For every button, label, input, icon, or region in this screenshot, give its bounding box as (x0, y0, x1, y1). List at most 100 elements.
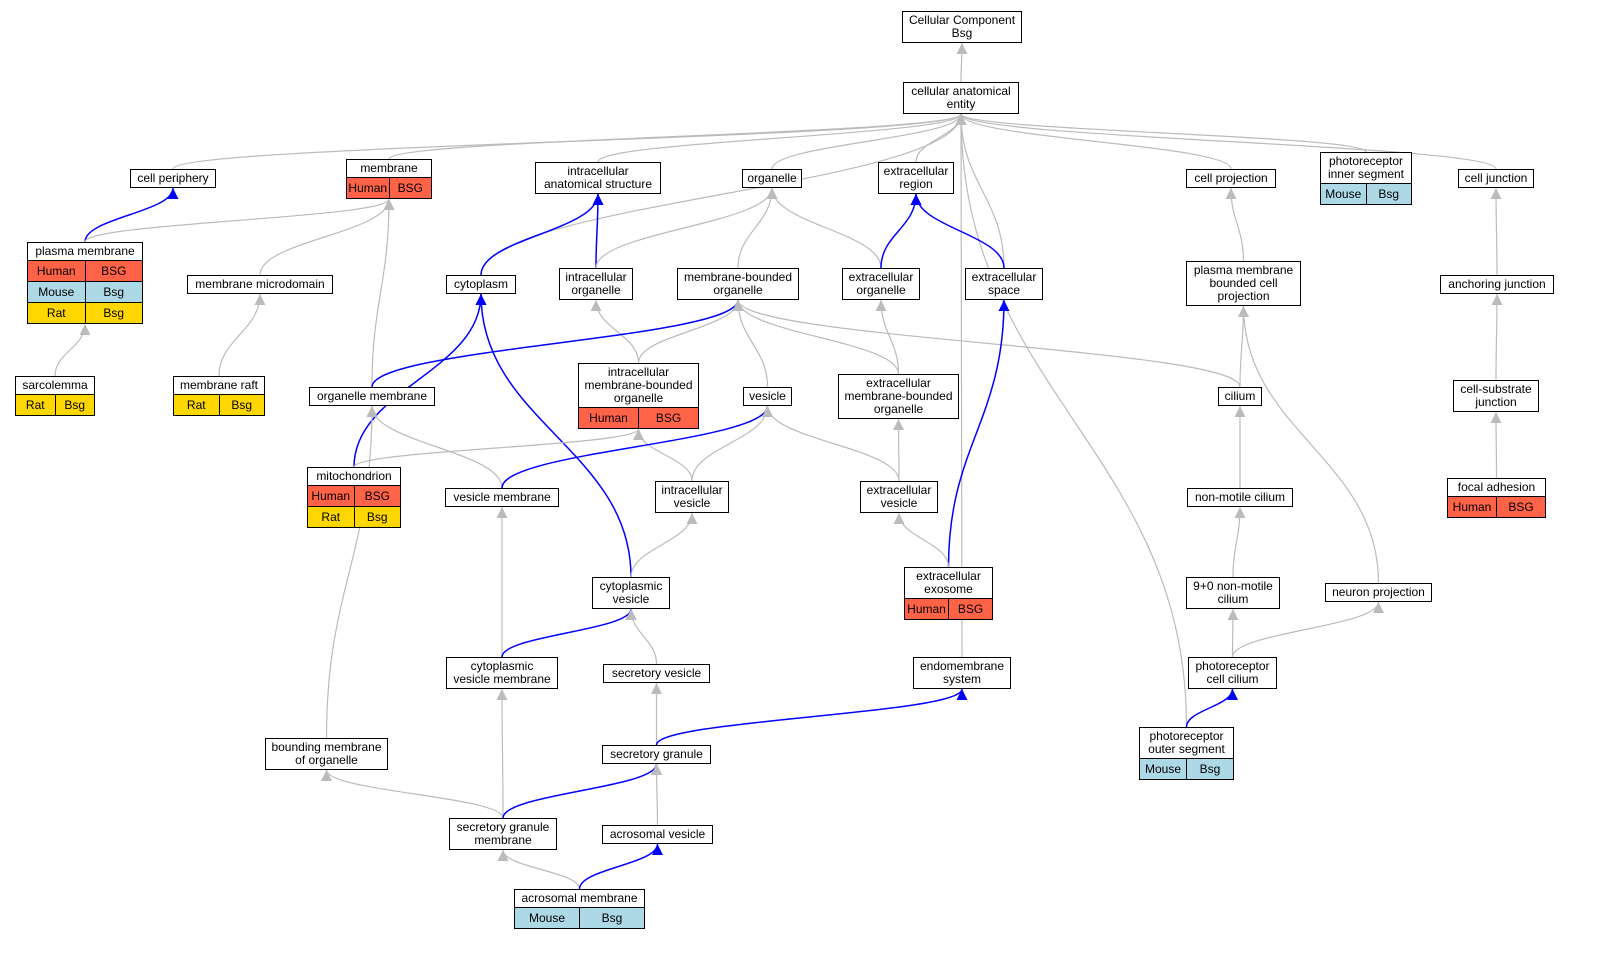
go-term-label: 9+0 non-motile cilium (1193, 579, 1273, 606)
go-term-extracell-mb-organelle[interactable]: extracellular membrane-bounded organelle (838, 374, 959, 419)
go-term-photo-cilium[interactable]: photoreceptor cell cilium (1188, 657, 1277, 689)
go-term-label: organelle (747, 171, 797, 185)
go-term-label: cell periphery (137, 171, 209, 185)
go-term-intracell-organelle[interactable]: intracellular organelle (559, 268, 633, 300)
go-term-secretory-vesicle[interactable]: secretory vesicle (603, 664, 710, 683)
edge-plasma-membrane-to-cell-periphery (84, 187, 179, 243)
edge-sg-membrane-to-secretory-granule (502, 763, 662, 819)
go-term-label: secretory granule (610, 747, 703, 761)
edge-acrosomal-membrane-to-sg-membrane (497, 849, 581, 890)
go-term-intracell-anat[interactable]: intracellular anatomical structure (535, 162, 661, 194)
go-term-cytoplasm[interactable]: cytoplasm (446, 275, 516, 294)
edge-intracell-organelle-to-intracell-anat (592, 193, 604, 269)
go-term-cell-projection[interactable]: cell projection (1186, 169, 1276, 188)
go-term-label: extracellular organelle (848, 270, 914, 297)
go-term-organelle-membrane[interactable]: organelle membrane (309, 387, 435, 406)
go-term-extracell-region[interactable]: extracellular region (878, 162, 954, 194)
edge-intracell-anat-to-cae (597, 113, 967, 163)
go-term-endomembrane-system[interactable]: endomembrane system (913, 657, 1011, 689)
go-term-pm-bounded-proj[interactable]: plasma membrane bounded cell projection (1186, 261, 1301, 306)
gene-symbol-cell: Bsg (84, 282, 142, 302)
go-term-cytoplasmic-vesicle[interactable]: cytoplasmic vesicle (592, 577, 670, 609)
edge-vesicle-membrane-to-vesicle (501, 405, 773, 489)
go-term-anchoring-junction[interactable]: anchoring junction (1440, 275, 1554, 294)
go-term-cyto-vesicle-membrane[interactable]: cytoplasmic vesicle membrane (446, 657, 558, 689)
go-term-cell-junction[interactable]: cell junction (1458, 169, 1534, 188)
go-term-extracell-space[interactable]: extracellular space (965, 268, 1043, 300)
go-term-cc-root[interactable]: Cellular Component Bsg (902, 11, 1022, 43)
edge-vesicle-membrane-to-organelle-membrane (366, 405, 503, 489)
edge-secretory-granule-to-endomembrane-system (655, 688, 968, 746)
edge-extracell-exosome-to-extracell-vesicle (893, 512, 950, 568)
go-term-label: photoreceptor outer segment (1148, 729, 1225, 756)
go-term-label: acrosomal membrane (521, 891, 638, 905)
edge-focal-adhesion-to-cell-substrate-junction (1490, 411, 1502, 479)
go-term-extracell-organelle[interactable]: extracellular organelle (842, 268, 920, 300)
go-term-intracell-mb-organelle[interactable]: intracellular membrane-bounded organelle… (578, 363, 699, 429)
go-term-membrane-microdomain[interactable]: membrane microdomain (187, 275, 333, 294)
edge-cytoplasmic-vesicle-to-cytoplasm (475, 293, 632, 578)
go-term-bounding-membrane[interactable]: bounding membrane of organelle (265, 738, 388, 770)
edge-intracell-mb-organelle-to-mb-organelle (637, 299, 744, 364)
edge-organelle-membrane-to-membrane (371, 198, 395, 388)
go-term-label: cell-substrate junction (1460, 382, 1532, 409)
go-term-label: membrane raft (179, 378, 259, 392)
go-term-label: extracellular region (883, 164, 949, 191)
edge-intracell-vesicle-to-vesicle (691, 405, 773, 482)
go-term-label: intracellular membrane-bounded organelle (584, 365, 693, 405)
go-term-secretory-granule[interactable]: secretory granule (602, 745, 711, 764)
go-term-label: bounding membrane of organelle (271, 740, 382, 767)
edge-membrane-raft-to-membrane-microdomain (218, 293, 266, 377)
go-term-vesicle-membrane[interactable]: vesicle membrane (445, 488, 559, 507)
go-term-non-motile-cilium[interactable]: non-motile cilium (1187, 488, 1293, 507)
gene-symbol-cell: Bsg (1365, 184, 1411, 204)
go-term-nine-zero-cilium[interactable]: 9+0 non-motile cilium (1186, 577, 1280, 609)
edge-bounding-membrane-to-organelle-membrane (325, 405, 378, 739)
go-term-cell-substrate-junction[interactable]: cell-substrate junction (1453, 380, 1539, 412)
go-term-extracell-vesicle[interactable]: extracellular vesicle (860, 481, 938, 513)
go-term-cae[interactable]: cellular anatomical entity (903, 82, 1019, 114)
go-term-label: membrane microdomain (195, 277, 325, 291)
go-term-vesicle[interactable]: vesicle (743, 387, 792, 406)
go-term-neuron-projection[interactable]: neuron projection (1325, 583, 1432, 602)
go-term-sg-membrane[interactable]: secretory granule membrane (449, 818, 557, 850)
edge-intracell-organelle-to-organelle (595, 187, 778, 269)
go-term-organelle[interactable]: organelle (742, 169, 802, 188)
go-term-label: neuron projection (1332, 585, 1425, 599)
species-cell: Human (28, 261, 85, 281)
edge-mb-organelle-to-organelle (737, 187, 778, 269)
go-term-cilium[interactable]: cilium (1218, 387, 1262, 406)
go-term-label: intracellular vesicle (661, 483, 723, 510)
go-term-cell-periphery[interactable]: cell periphery (130, 169, 216, 188)
go-term-acrosomal-vesicle[interactable]: acrosomal vesicle (602, 825, 713, 844)
edge-organelle-membrane-to-mb-organelle (371, 299, 744, 388)
go-term-label: photoreceptor inner segment (1327, 154, 1405, 181)
go-term-intracell-vesicle[interactable]: intracellular vesicle (655, 481, 729, 513)
edge-cell-projection-to-cae (955, 113, 1232, 170)
edge-cae-to-cc-root (956, 42, 968, 83)
go-term-mb-organelle[interactable]: membrane-bounded organelle (677, 268, 799, 300)
go-term-label: non-motile cilium (1194, 490, 1286, 504)
edge-extracell-mb-organelle-to-extracell-organelle (875, 299, 900, 375)
